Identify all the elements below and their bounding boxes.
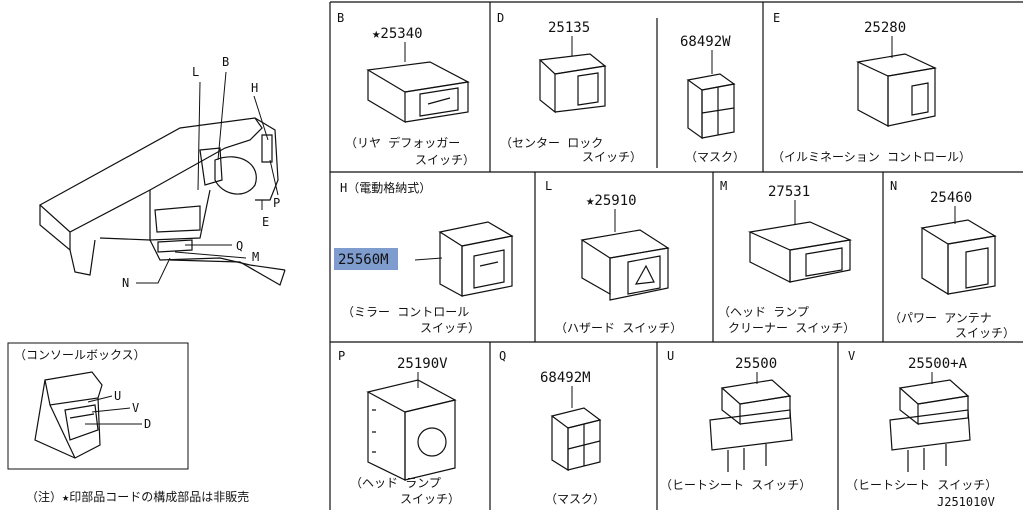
panel-H-caption-2: スイッチ） [420,321,480,335]
mask-drawing-68492W [686,73,736,140]
panel-68492W-caption: （マスク） [685,150,745,164]
panel-B-caption-1: （リヤ デフォッガー [345,135,460,150]
panel-D-part: 25135 [548,20,590,36]
panel-B-caption-2: スイッチ） [415,153,475,167]
panel-Q-part: 68492M [540,370,591,386]
panel-H-part: 25560M [338,252,389,268]
panel-Q-caption: （マスク） [545,492,605,506]
callout-H: H [251,81,258,95]
panel-Q-id: Q [499,349,506,363]
callout-B: B [222,55,229,69]
panel-M-caption-1: （ヘッド ランプ [718,305,809,319]
grid-lines [329,1,1023,510]
switch-drawing-M [747,221,853,283]
panel-P-caption-1: （ヘッド ランプ [350,476,441,490]
console-box-frame [7,342,189,470]
panel-V-id: V [848,349,855,363]
callout-M: M [252,250,259,264]
panel-M-caption-2: クリーナー スイッチ） [728,321,855,335]
switch-drawing-U [709,379,793,472]
panel-N-caption-1: （パワー アンテナ [889,311,992,325]
switch-drawing-E [856,53,937,127]
panel-H-id: H（電動格納式） [340,180,431,195]
panel-68492W-part: 68492W [680,34,731,50]
console-box-title: （コンソールボックス） [14,348,146,362]
console-callout-D: D [144,417,151,431]
highlight-25560M [334,248,398,270]
switch-drawing-V [889,379,971,472]
footnote: （注）★印部品コードの構成部品は非販売 [26,489,249,504]
panel-E-caption: （イルミネーション コントロール） [772,150,971,164]
panel-H-caption-1: （ミラー コントロール [342,305,469,319]
panel-U-part: 25500 [735,356,777,372]
panel-N-part: 25460 [930,190,972,206]
panel-D-id: D [497,11,504,25]
console-callout-V: V [132,401,139,415]
panel-M-id: M [720,179,727,193]
console-box-drawing [34,371,103,459]
panel-P-part: 25190V [397,356,448,372]
panel-V-caption: （ヒートシート スイッチ） [846,478,997,492]
panel-U-caption: （ヒートシート スイッチ） [660,478,811,492]
panel-B-id: B [337,11,344,25]
dashboard-overview [38,117,286,286]
panel-B-part: ★25340 [372,26,423,42]
panel-N-id: N [890,179,897,193]
panel-U-id: U [667,349,674,363]
callout-N: N [122,276,129,290]
panel-P-caption-2: スイッチ） [400,492,460,506]
panel-L-id: L [545,179,552,193]
switch-drawing-B [366,61,470,124]
panel-P-id: P [338,349,345,363]
panel-M-part: 27531 [768,184,810,200]
panel-V-part: 25500+A [908,356,968,372]
panel-L-caption: （ハザード スイッチ） [555,321,682,335]
callout-L: L [192,65,199,79]
console-callout-U: U [114,389,121,403]
callout-Q: Q [236,239,243,253]
switch-drawing-D [538,53,607,114]
switch-drawing-L [580,229,670,301]
console-leaders [85,395,142,425]
panel-D-caption-1: （センター ロック [500,136,603,150]
overview-leaders [136,71,279,284]
panel-L-part: ★25910 [586,193,637,209]
callout-E: E [262,215,269,229]
switch-drawing-N [920,219,997,296]
panel-N-caption-2: スイッチ） [955,326,1015,340]
drawing-code: J251010V [937,495,995,509]
mask-drawing-68492M [550,407,602,472]
panel-E-id: E [773,11,780,25]
panel-E-part: 25280 [864,20,906,36]
overview-callouts: L B H P E Q M N [122,55,280,290]
callout-P: P [273,196,280,210]
panel-D-caption-2: スイッチ） [582,150,642,164]
switch-drawing-P [366,379,457,481]
switch-drawing-H [438,221,514,298]
